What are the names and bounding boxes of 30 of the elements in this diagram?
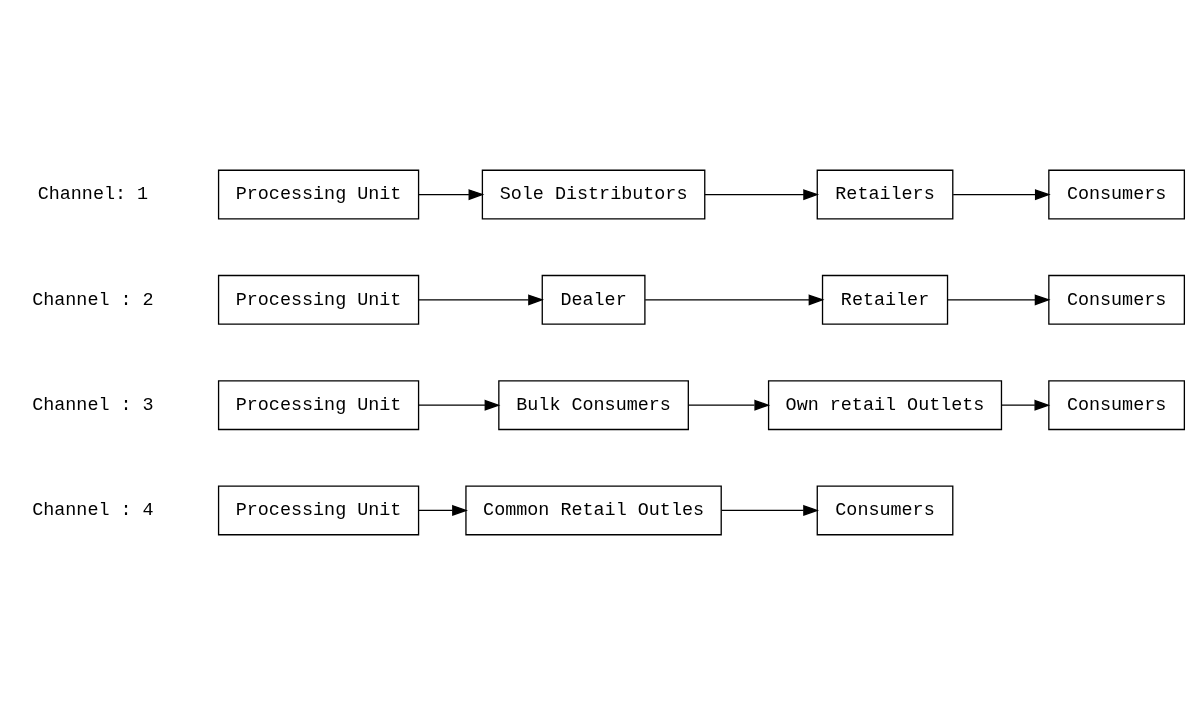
- node-box: Bulk Consumers: [498, 379, 689, 430]
- label: Channel : 4: [32, 499, 154, 521]
- node-box: Dealer: [541, 274, 646, 325]
- arrow: [417, 293, 544, 305]
- arrow: [644, 293, 825, 305]
- arrow: [1000, 399, 1051, 411]
- arrow: [417, 504, 468, 516]
- node-box: Common Retail Outles: [465, 484, 722, 535]
- node-box: Processing Unit: [217, 484, 420, 535]
- arrow: [947, 293, 1051, 305]
- arrow: [704, 188, 820, 200]
- arrow: [720, 504, 819, 516]
- node-box: Sole Distributors: [481, 169, 706, 220]
- node-box: Consumers: [1048, 379, 1186, 430]
- arrow: [688, 399, 771, 411]
- node-box: Processing Unit: [217, 274, 420, 325]
- node-box: Consumers: [1048, 169, 1186, 220]
- node-box: Own retail Outlets: [767, 379, 1003, 430]
- label: Channel: 1: [37, 183, 149, 205]
- node-box: Processing Unit: [217, 169, 420, 220]
- node-box: Retailers: [816, 169, 954, 220]
- node-box: Consumers: [816, 484, 954, 535]
- arrow: [952, 188, 1051, 200]
- node-box: Consumers: [1048, 274, 1186, 325]
- node-box: Retailer: [821, 274, 949, 325]
- arrow: [417, 399, 501, 411]
- label: Channel : 2: [32, 289, 154, 311]
- label: Channel : 3: [32, 394, 154, 416]
- arrow: [417, 188, 485, 200]
- node-box: Processing Unit: [217, 379, 420, 430]
